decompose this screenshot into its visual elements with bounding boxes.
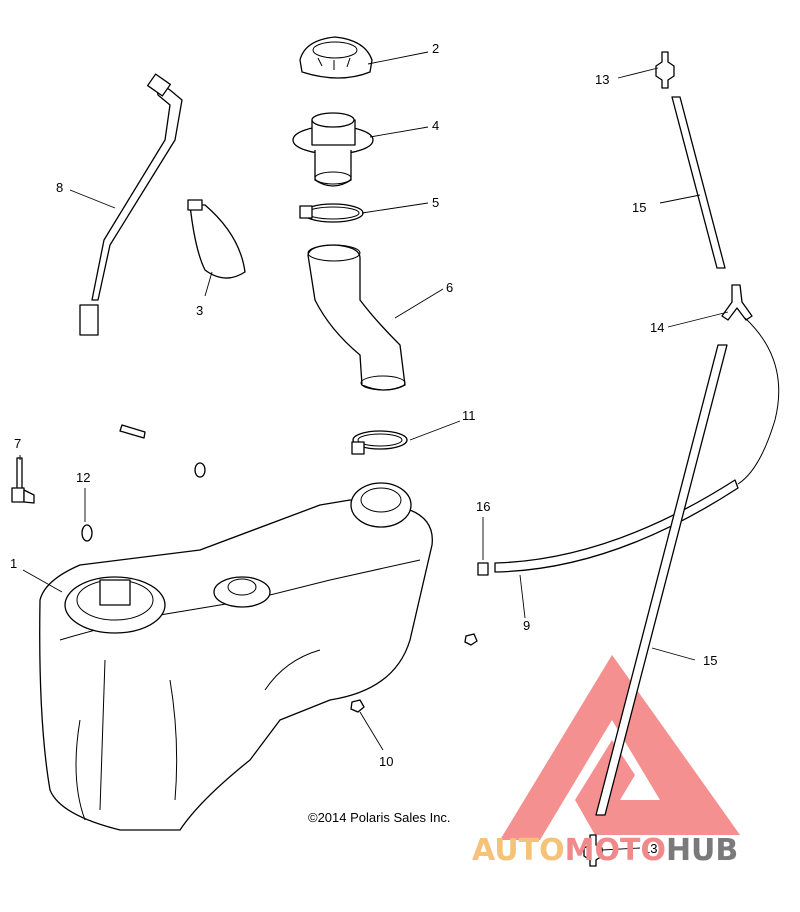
clip-16 [477, 562, 489, 576]
vent-hose-9 [494, 479, 739, 573]
filler-neck [292, 112, 374, 187]
callout-11: 11 [462, 408, 476, 423]
nuts-10 [350, 633, 478, 713]
check-valve-bottom [583, 834, 603, 867]
callout-5: 5 [432, 195, 439, 210]
callout-14: 14 [650, 320, 664, 335]
callout-labels: 2 4 5 6 3 8 7 12 1 11 10 16 9 13 14 15 1… [10, 41, 717, 856]
callout-10: 10 [379, 754, 393, 769]
callout-9: 9 [523, 618, 530, 633]
copyright-text: ©2014 Polaris Sales Inc. [308, 810, 451, 825]
callout-7: 7 [14, 436, 21, 451]
fuel-tank [39, 482, 433, 831]
leader-lines [19, 51, 729, 851]
watermark-logo [500, 655, 740, 840]
callout-6: 6 [446, 280, 453, 295]
callout-8: 8 [56, 180, 63, 195]
watermark-text: AUTOMOTOHUB [472, 833, 738, 868]
callout-13-top: 13 [595, 72, 609, 87]
filler-hose [307, 244, 406, 391]
tie-strap [187, 199, 246, 279]
bolt-7 [11, 457, 35, 504]
callout-4: 4 [432, 118, 439, 133]
callout-13-bottom: 13 [643, 841, 657, 856]
watermark-hub: HUB [666, 833, 738, 868]
watermark-moto: MOTO [565, 833, 666, 868]
watermark-auto: AUTO [472, 833, 565, 868]
tube-15-upper [671, 96, 726, 269]
callout-1: 1 [10, 556, 17, 571]
check-valve-top [655, 51, 675, 89]
callout-15-upper: 15 [632, 200, 646, 215]
washers-12 [81, 424, 206, 542]
callout-12: 12 [76, 470, 90, 485]
fuel-cap [299, 36, 373, 79]
callout-16: 16 [476, 499, 490, 514]
callout-15-lower: 15 [703, 653, 717, 668]
vent-tube [79, 73, 183, 336]
hose-clamp-5 [299, 203, 364, 223]
callout-2: 2 [432, 41, 439, 56]
hose-clamp-11 [351, 430, 408, 455]
callout-3: 3 [196, 303, 203, 318]
tee-fitting [721, 284, 780, 485]
tube-15-lower [595, 344, 728, 816]
